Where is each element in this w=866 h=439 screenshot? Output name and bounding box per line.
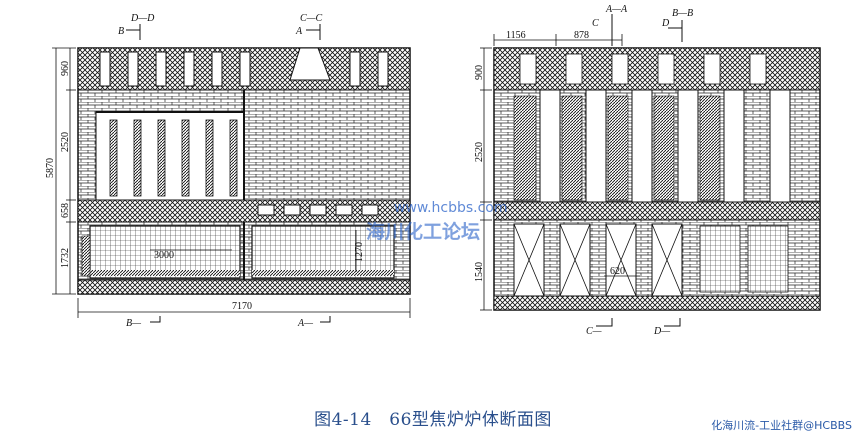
left-sole-band	[77, 199, 411, 223]
section-label-b-b: B—B	[672, 8, 693, 19]
coke-oven-section-drawing: D—D C—C B A B— A— 960 2520 5870 658 1732…	[45, 4, 821, 337]
dim-2520-left: 2520	[60, 132, 71, 152]
figure-caption: 图4-14 66型焦炉炉体断面图	[314, 410, 552, 430]
dim-2520-right: 2520	[474, 142, 485, 162]
left-flue-zone	[95, 111, 245, 201]
watermark-name: 海川化工论坛	[366, 220, 480, 243]
right-heating-walls	[513, 95, 721, 201]
source-mark: 化海川流-工业社群@HCBBS	[711, 419, 852, 432]
section-label-a-bottom: A—	[297, 318, 313, 329]
dim-7170: 7170	[232, 301, 252, 312]
right-regenerator-crosses	[513, 223, 683, 297]
dim-1156: 1156	[506, 30, 526, 41]
right-section-marks	[596, 14, 683, 327]
left-flue-walls	[109, 119, 238, 197]
dim-1540: 1540	[474, 262, 485, 282]
section-label-c: C	[592, 18, 599, 29]
dim-960-left: 960	[60, 61, 71, 76]
dim-658: 658	[60, 203, 71, 218]
dim-3000: 3000	[154, 250, 174, 261]
section-label-a-a: A—A	[605, 4, 628, 15]
left-roof-holes	[99, 47, 389, 87]
dim-900-right: 900	[474, 65, 485, 80]
section-label-c-c: C—C	[300, 13, 323, 24]
section-label-a: A	[295, 26, 303, 37]
section-label-c-bottom: C—	[586, 326, 602, 337]
watermark-url: www.hcbbs.com	[394, 200, 508, 216]
left-longitudinal-section	[52, 24, 411, 323]
left-sole-ports	[257, 204, 379, 216]
right-coking-chambers	[539, 89, 791, 203]
right-roof-openings	[519, 53, 767, 85]
section-label-d-d: D—D	[130, 13, 155, 24]
right-cross-section	[480, 14, 821, 327]
right-roof	[493, 47, 821, 91]
dim-5870: 5870	[45, 158, 56, 178]
left-dimension-lines	[52, 47, 411, 318]
left-section-marks	[126, 24, 331, 323]
section-label-d-bottom: D—	[653, 326, 670, 337]
right-small-flues	[699, 225, 789, 293]
section-label-b-bottom: B—	[126, 318, 141, 329]
dim-1270: 1270	[354, 242, 365, 262]
left-regenerator-a	[89, 225, 241, 279]
left-regenerator-b	[251, 225, 395, 279]
dim-878: 878	[574, 30, 589, 41]
section-label-b: B	[118, 26, 124, 37]
dim-1732: 1732	[60, 248, 71, 268]
section-label-d: D	[661, 18, 670, 29]
dim-620: 620	[610, 266, 625, 277]
right-dimension-lines	[480, 34, 640, 311]
